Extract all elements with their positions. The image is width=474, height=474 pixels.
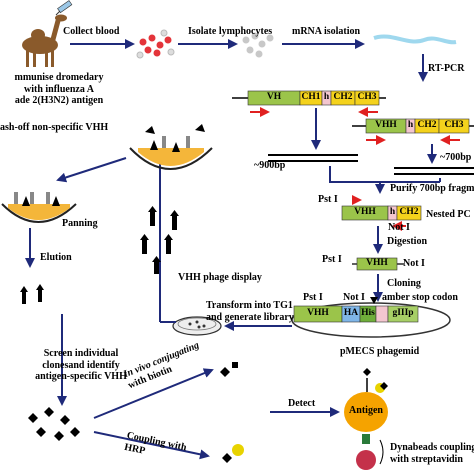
label-digestion: Digestion bbox=[387, 236, 427, 247]
antigen-complex bbox=[344, 368, 388, 470]
phagemid-ha: HA bbox=[343, 308, 359, 318]
camel-icon bbox=[22, 14, 67, 67]
transform-line-1: Transform into TG1 bbox=[206, 300, 293, 311]
screen-line-1: Screen individual bbox=[43, 348, 119, 359]
screen-line-3: antigen-specific VHH bbox=[35, 371, 127, 382]
label-700bp: ~700bp bbox=[440, 152, 472, 163]
gene-ch1: CH1 bbox=[301, 92, 321, 102]
label-collect-blood: Collect blood bbox=[63, 26, 120, 37]
gene-vhh-h: h bbox=[407, 120, 414, 130]
label-dynabeads: Dynabeads coupling with streptavidin bbox=[390, 442, 474, 465]
gene-ch3: CH3 bbox=[357, 92, 377, 102]
label-nested-pcr: Nested PC bbox=[426, 209, 471, 220]
site-not-phagemid: Not I bbox=[343, 292, 365, 303]
mrna-strand-icon bbox=[373, 34, 457, 45]
biotin-vhh bbox=[220, 362, 238, 377]
site-not-nested: Not I bbox=[388, 222, 410, 233]
immunise-line-3: ade 2(H3N2) antigen bbox=[14, 95, 104, 106]
label-transform: Transform into TG1 and generate library bbox=[206, 300, 294, 323]
label-rt-pcr: RT-PCR bbox=[428, 63, 465, 74]
nested-ch2: CH2 bbox=[399, 207, 419, 217]
hrp-vhh bbox=[222, 444, 244, 463]
label-isolate-lymphocytes: Isolate lymphocytes bbox=[188, 26, 273, 37]
arrow-hrp bbox=[93, 431, 210, 460]
label-900bp: ~900bp bbox=[254, 160, 286, 171]
arrow-wash-left bbox=[56, 157, 127, 183]
label-pmecs: pMECS phagemid bbox=[340, 346, 420, 357]
panning-well-wash bbox=[129, 124, 213, 170]
dynabeads-line-1: Dynabeads coupling bbox=[390, 442, 474, 453]
site-not-digest: Not I bbox=[403, 258, 425, 269]
screen-line-2: clonesand identify bbox=[42, 359, 120, 371]
petri-dish-icon bbox=[172, 316, 222, 336]
label-wash-off: ash-off non-specific VHH bbox=[0, 122, 109, 133]
vhh-gene bbox=[352, 118, 474, 145]
transform-line-2: and generate library bbox=[206, 311, 294, 323]
nested-pcr-gene bbox=[341, 195, 422, 231]
site-pst-digest: Pst I bbox=[322, 254, 342, 265]
lymphocytes-icon bbox=[242, 32, 274, 58]
label-antigen: Antigen bbox=[349, 405, 383, 416]
label-cloning: Cloning bbox=[387, 278, 421, 289]
blood-cells-icon bbox=[136, 29, 175, 59]
gel-bands bbox=[268, 154, 474, 175]
phage-particles bbox=[140, 206, 179, 274]
phagemid-vhh: VHH bbox=[307, 308, 329, 318]
phagemid-giiip: gIIIp bbox=[392, 308, 414, 318]
arrow-biotin bbox=[93, 368, 214, 419]
label-mrna-isolation: mRNA isolation bbox=[292, 26, 361, 37]
nested-vhh: VHH bbox=[354, 207, 376, 217]
label-panning: Panning bbox=[62, 218, 98, 229]
immunise-line-2: with influenza A bbox=[23, 83, 94, 95]
gene-vhh-ch2: CH2 bbox=[417, 120, 437, 130]
gene-h: h bbox=[323, 92, 330, 102]
dynabeads-line-2: with streptavidin bbox=[390, 453, 463, 465]
gene-vhh-ch3: CH3 bbox=[444, 120, 464, 130]
label-detect: Detect bbox=[288, 398, 316, 409]
immunise-line-1: mmunise dromedary bbox=[14, 72, 104, 83]
gene-ch2: CH2 bbox=[333, 92, 353, 102]
label-screen: Screen individual clonesand identify ant… bbox=[16, 348, 146, 383]
panning-well bbox=[1, 192, 77, 223]
arrow-purify bbox=[329, 166, 385, 194]
label-purify: Purify 700bp fragm bbox=[390, 183, 474, 194]
vhh-diamonds bbox=[28, 407, 80, 441]
nested-h: h bbox=[389, 207, 396, 217]
gene-vh: VH bbox=[266, 92, 282, 102]
label-phage-display: VHH phage display bbox=[178, 272, 262, 283]
syringe-icon bbox=[55, 0, 73, 16]
digested-vhh: VHH bbox=[366, 258, 388, 268]
pmecs-phagemid bbox=[291, 297, 451, 338]
heavy-chain-gene bbox=[232, 90, 386, 117]
site-pst-nested: Pst I bbox=[318, 194, 338, 205]
eluted-phages bbox=[20, 284, 44, 304]
gene-vhh: VHH bbox=[375, 120, 397, 130]
label-immunise: mmunise dromedary with influenza A ade 2… bbox=[0, 72, 118, 107]
label-amber: amber stop codon bbox=[382, 292, 458, 303]
digested-fragment bbox=[352, 257, 404, 271]
phagemid-his: His bbox=[361, 308, 375, 318]
site-pst-phagemid: Pst I bbox=[303, 292, 323, 303]
label-elution: Elution bbox=[40, 252, 72, 263]
